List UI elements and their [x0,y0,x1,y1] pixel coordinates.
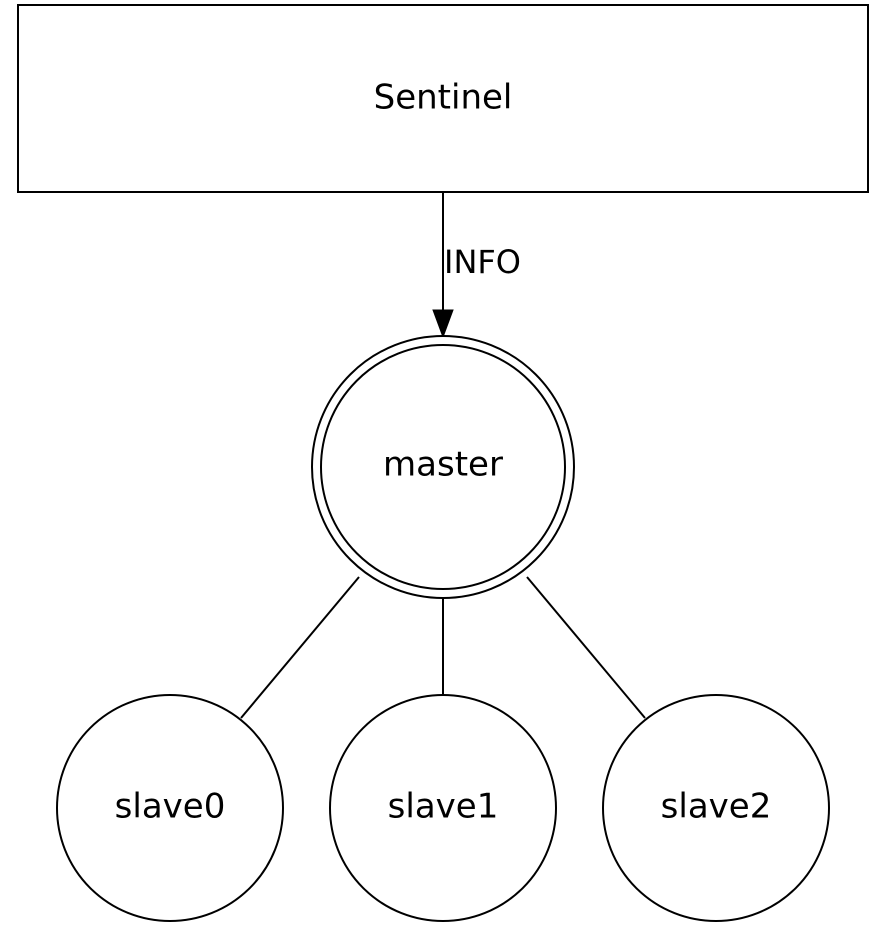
sentinel-box [17,4,869,193]
sentinel-label: Sentinel [374,78,513,118]
slave2-label: slave2 [661,787,772,827]
slave-node: slave0 [56,694,284,922]
slave-node: slave1 [329,694,557,922]
info-arrowhead [432,309,454,339]
slave1-label: slave1 [388,787,499,827]
info-edge-label: INFO [444,243,521,281]
slave0-label: slave0 [115,787,226,827]
master-label: master [383,445,503,485]
slave1-circle [329,694,557,922]
edge-master-slave0 [240,576,360,719]
sentinel-node: Sentinel [17,4,869,193]
master-inner-circle [320,344,566,590]
edge-master-slave2 [526,576,646,719]
master-node: master [311,335,575,599]
info-edge: INFO [432,192,521,339]
slave0-circle [56,694,284,922]
slave2-circle [602,694,830,922]
slave-node: slave2 [602,694,830,922]
